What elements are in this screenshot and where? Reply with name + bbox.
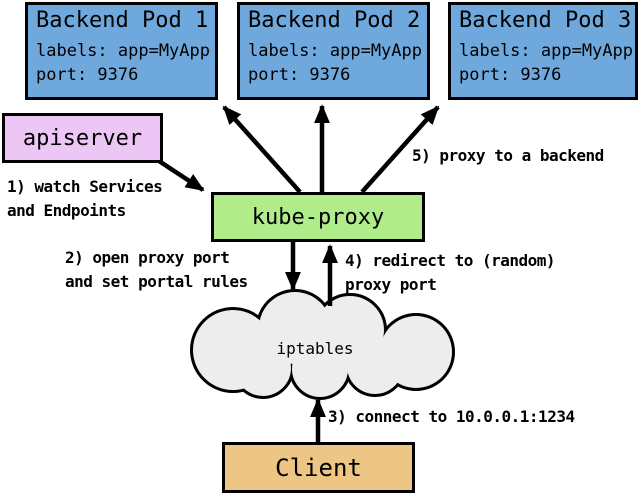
- annotation-step-5: 5) proxy to a backend: [412, 146, 604, 165]
- backend-pod-2-box: Backend Pod 2 labels: app=MyApp port: 93…: [237, 2, 430, 100]
- kube-proxy-label: kube-proxy: [251, 204, 385, 230]
- annotation-step-2: 2) open proxy port and set portal rules: [65, 248, 248, 291]
- backend-pod-1-port: port: 9376: [36, 65, 139, 85]
- arrow-kube-proxy-to-pod1: [222, 105, 302, 194]
- client-box: Client: [222, 442, 415, 493]
- annotation-step-1: 1) watch Services and Endpoints: [7, 177, 163, 220]
- arrow-apiserver-to-kube-proxy: [157, 159, 205, 192]
- annotation-step-3: 3) connect to 10.0.0.1:1234: [328, 407, 575, 426]
- backend-pod-3-port: port: 9376: [459, 65, 562, 85]
- backend-pod-1-labels: labels: app=MyApp: [36, 41, 210, 61]
- apiserver-label: apiserver: [22, 125, 143, 151]
- backend-pod-1-box: Backend Pod 1 labels: app=MyApp port: 93…: [25, 2, 218, 100]
- backend-pod-2-title: Backend Pod 2: [248, 8, 421, 33]
- apiserver-box: apiserver: [2, 113, 163, 163]
- kube-proxy-box: kube-proxy: [211, 192, 425, 242]
- iptables-label: iptables: [276, 339, 354, 358]
- backend-pod-3-labels: labels: app=MyApp: [459, 41, 633, 61]
- backend-pod-3-box: Backend Pod 3 labels: app=MyApp port: 93…: [448, 2, 638, 100]
- backend-pod-2-labels: labels: app=MyApp: [248, 41, 422, 61]
- annotation-step-4: 4) redirect to (random) proxy port: [345, 251, 556, 294]
- backend-pod-1-title: Backend Pod 1: [36, 8, 209, 33]
- client-label: Client: [275, 453, 362, 482]
- backend-pod-3-title: Backend Pod 3: [459, 8, 632, 33]
- backend-pod-2-port: port: 9376: [248, 65, 351, 85]
